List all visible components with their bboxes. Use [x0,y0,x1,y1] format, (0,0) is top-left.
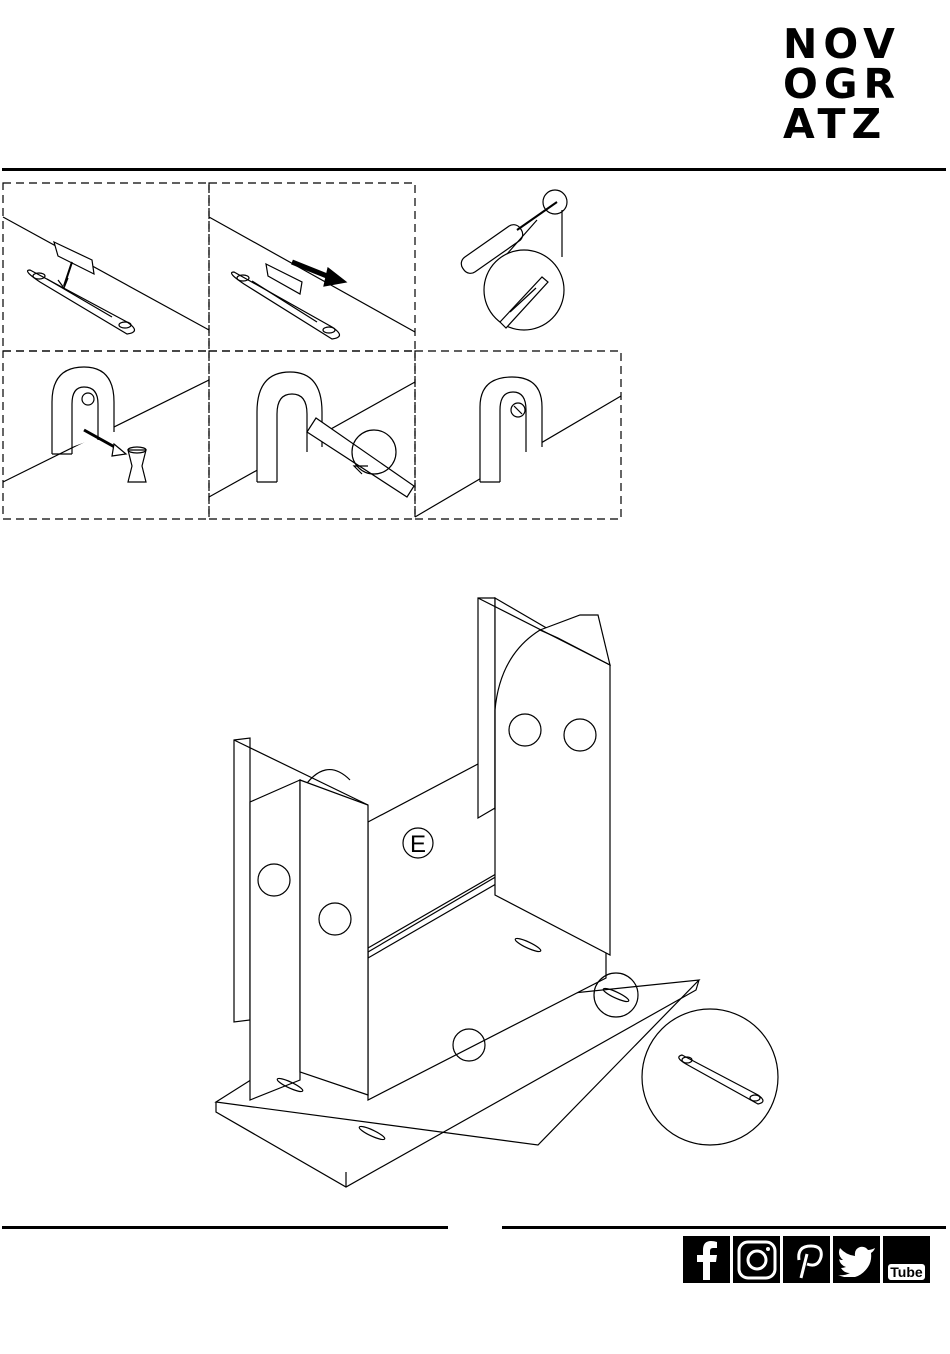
instagram-icon[interactable] [733,1236,780,1283]
step-6-completed-joint [415,377,621,517]
screwdriver-icon [458,190,567,330]
logo-line-3: ATZ [783,104,908,144]
social-icons: Tube [683,1236,930,1284]
dashed-frames [3,183,621,519]
logo-line-2: OGR [783,64,908,104]
facebook-icon[interactable] [683,1236,730,1283]
youtube-text: Tube [888,1264,924,1280]
youtube-icon[interactable]: Tube [883,1236,930,1283]
twitter-icon[interactable] [833,1236,880,1283]
step-5-tighten-cam-lock [209,372,415,497]
step-2-slide-connector [209,217,415,339]
footer-divider-left [2,1226,448,1229]
header-divider [2,168,946,171]
step-4-insert-cam-lock [3,367,209,482]
step-illustrations [2,182,622,522]
panel-label-e: E [410,831,426,858]
logo-line-1: NOV [783,24,908,64]
step-1-insert-connector [3,217,209,334]
detail-magnifier [642,1009,778,1145]
footer-divider-right [502,1226,946,1229]
assembly-illustration: E [210,590,790,1190]
pinterest-icon[interactable] [783,1236,830,1283]
left-side-panel [250,780,300,1100]
brand-logo: NOV OGR ATZ [783,24,908,144]
